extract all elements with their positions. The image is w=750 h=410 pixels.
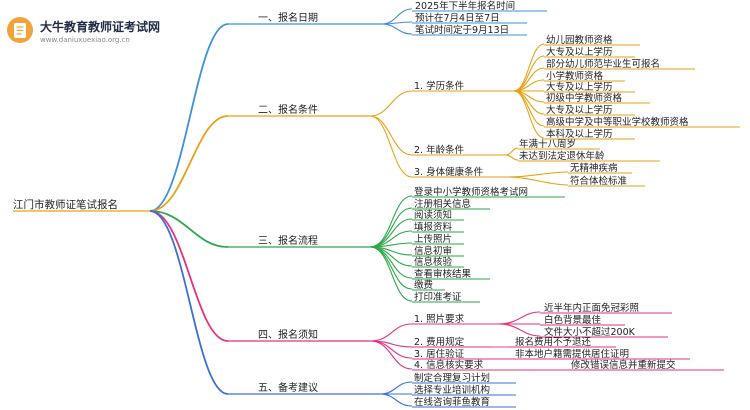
- process-step: 填报资料: [414, 221, 453, 233]
- condition-item: 大专及以上学历: [546, 104, 613, 116]
- notice-group: 4. 信息核实要求: [414, 359, 484, 371]
- condition-group: 3. 身体健康条件: [414, 166, 484, 178]
- condition-item: 小学教师资格: [546, 70, 604, 82]
- section-label: 一、报名日期: [258, 11, 318, 24]
- process-step: 缴费: [414, 279, 433, 291]
- section-label: 三、报名流程: [258, 234, 318, 247]
- root-link-3: [149, 210, 229, 248]
- condition-group: 2. 年龄条件: [414, 144, 465, 156]
- notice-item: 近半年内正面免冠彩照: [544, 302, 640, 314]
- section-label: 五、备考建议: [258, 381, 318, 394]
- condition-item: 符合体检标准: [570, 175, 628, 187]
- notice-item: 白色背景最佳: [544, 314, 602, 326]
- root-link-1: [149, 23, 229, 212]
- condition-group: 1. 学历条件: [414, 80, 465, 92]
- notice-group: 1. 照片要求: [414, 313, 465, 325]
- advice-item: 选择专业培训机构: [414, 384, 490, 396]
- condition-item: 幼儿园教师资格: [546, 34, 613, 46]
- condition-item: 无精神疾病: [570, 162, 618, 174]
- section-2: 二、报名条件 1. 学历条件 幼儿园教师资格 大专及以上学历 部分幼儿师范毕业生…: [228, 34, 740, 187]
- root-links: [149, 23, 229, 395]
- site-logo: 大牛教育教师证考试网 www.daniuxuexiao.org.cn: [7, 17, 160, 44]
- notice-item: 非本地户籍需提供居住证明: [515, 348, 629, 360]
- condition-item: 部分幼儿师范毕业生可报名: [546, 58, 660, 70]
- process-step: 查看审核结果: [414, 268, 472, 280]
- section-label: 二、报名条件: [258, 103, 318, 116]
- section-label: 四、报名须知: [258, 328, 318, 341]
- notice-item: 修改错误信息并重新提交: [571, 359, 676, 371]
- process-step: 注册相关信息: [414, 198, 471, 210]
- process-step: 信息核验: [414, 256, 453, 268]
- process-step: 上传照片: [414, 233, 452, 245]
- logo-url: www.daniuxuexiao.org.cn: [40, 36, 130, 44]
- date-item: 笔试时间定于9月13日: [415, 24, 509, 36]
- condition-item: 本科及以上学历: [546, 128, 613, 140]
- root-link-2: [149, 115, 229, 212]
- advice-item: 在线咨询菲鱼教育: [414, 396, 490, 408]
- notice-item: 报名费用不予退还: [515, 336, 592, 348]
- condition-item: 未达到法定退休年龄: [519, 150, 605, 162]
- section-4: 四、报名须知 1. 照片要求 近半年内正面免冠彩照 白色背景最佳 文件大小不超过…: [228, 302, 724, 371]
- advice-item: 制定合理复习计划: [414, 372, 490, 384]
- section-1: 一、报名日期 2025年下半年报名时间 预计在7月4日至7日 笔试时间定于9月1…: [228, 0, 547, 36]
- condition-item: 初级中学教师资格: [546, 92, 623, 104]
- date-item: 预计在7月4日至7日: [415, 12, 500, 24]
- section-5: 五、备考建议 制定合理复习计划 选择专业培训机构 在线咨询菲鱼教育: [228, 372, 516, 408]
- condition-item: 大专及以上学历: [546, 81, 613, 93]
- condition-item: 大专及以上学历: [546, 46, 613, 58]
- notice-group: 2. 费用规定: [414, 336, 465, 348]
- section-3: 三、报名流程 登录中小学教师资格考试网 注册相关信息 阅读须知 填报资料 上传照…: [228, 186, 565, 303]
- process-step: 阅读须知: [414, 209, 452, 221]
- process-step: 登录中小学教师资格考试网: [414, 186, 528, 198]
- root-topic: 江门市教师证笔试报名: [13, 198, 118, 211]
- condition-item: 高级中学及中等职业学校教师资格: [546, 116, 689, 128]
- notice-item: 文件大小不超过200K: [544, 326, 636, 338]
- process-step: 打印准考证: [414, 291, 462, 303]
- root-link-5: [149, 210, 229, 395]
- root-link-4: [149, 210, 229, 342]
- process-step: 信息初审: [414, 245, 452, 257]
- logo-title: 大牛教育教师证考试网: [40, 19, 160, 34]
- notice-group: 3. 居住验证: [414, 348, 465, 360]
- condition-item: 年满十八周岁: [519, 138, 576, 150]
- date-item: 2025年下半年报名时间: [415, 0, 515, 12]
